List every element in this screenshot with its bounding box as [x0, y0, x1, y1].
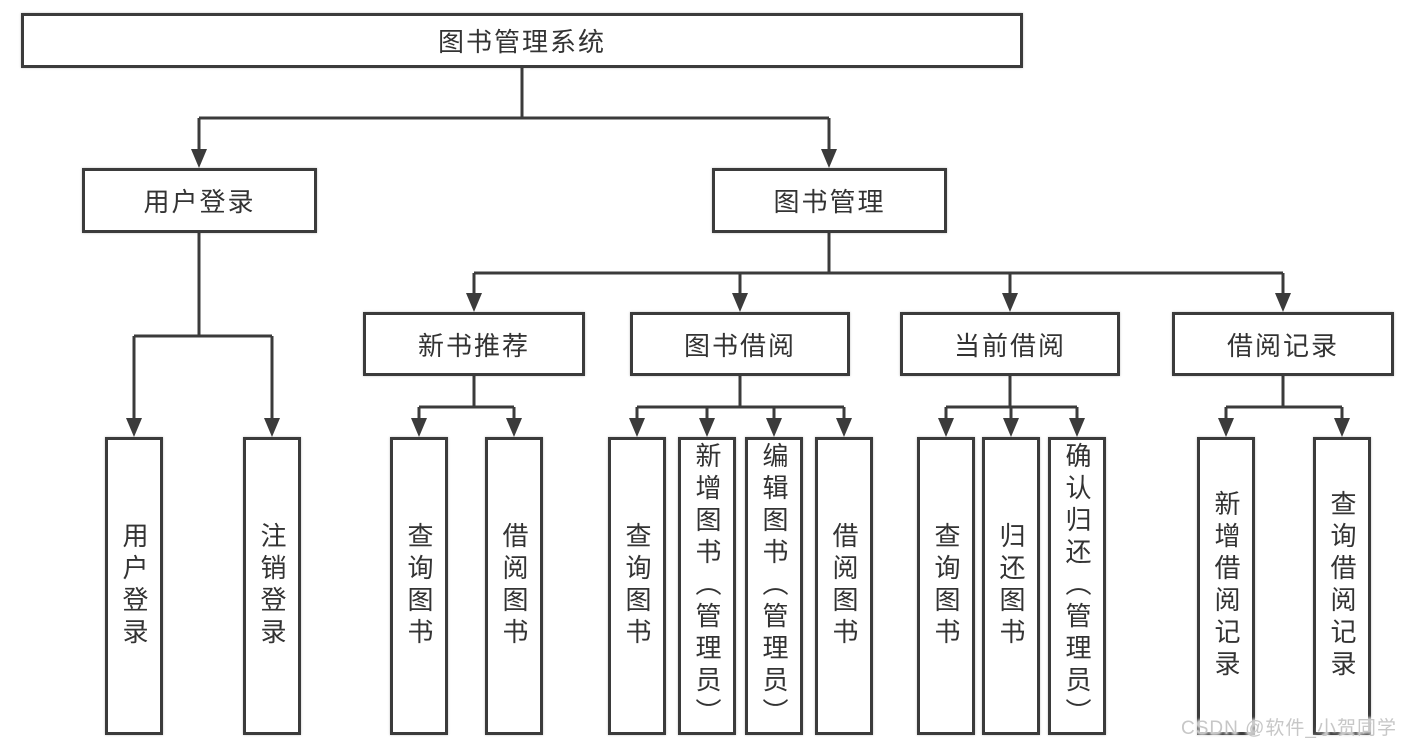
leaf-confirm-return-admin: 确认归还（管理员） [1048, 437, 1106, 735]
leaf-edit-book-admin: 编辑图书（管理员） [745, 437, 803, 735]
leaf-return-book: 归还图书 [982, 437, 1040, 735]
node-book-management-label: 图书管理 [773, 187, 886, 217]
node-current-borrow-label: 当前借阅 [953, 330, 1066, 361]
node-book-borrow: 图书借阅 [630, 312, 850, 376]
leaf-add-book-admin-label: 新增图书（管理员） [692, 442, 722, 730]
leaf-borrow-books-recommend-label: 借阅图书 [499, 522, 529, 650]
leaf-add-book-admin: 新增图书（管理员） [678, 437, 736, 735]
leaf-query-books-borrow: 查询图书 [608, 437, 666, 735]
leaf-login-user: 用户登录 [105, 437, 163, 735]
node-root: 图书管理系统 [21, 13, 1023, 68]
node-borrow-records: 借阅记录 [1172, 312, 1394, 376]
csdn-watermark: CSDN @软件_小贺同学 [1181, 718, 1397, 739]
leaf-query-books-borrow-label: 查询图书 [622, 522, 652, 650]
node-book-borrow-label: 图书借阅 [683, 330, 796, 361]
leaf-borrow-books-label: 借阅图书 [829, 522, 859, 650]
node-user-login-label: 用户登录 [143, 187, 256, 217]
node-root-label: 图书管理系统 [437, 27, 606, 57]
leaf-logout-label: 注销登录 [257, 522, 287, 650]
leaf-edit-book-admin-label: 编辑图书（管理员） [759, 442, 789, 730]
leaf-borrow-books: 借阅图书 [815, 437, 873, 735]
leaf-add-borrow-record: 新增借阅记录 [1197, 437, 1255, 735]
leaf-login-user-label: 用户登录 [119, 522, 149, 650]
node-new-book-recommend-label: 新书推荐 [417, 330, 530, 361]
leaf-add-borrow-record-label: 新增借阅记录 [1211, 490, 1241, 682]
leaf-query-books-recommend: 查询图书 [390, 437, 448, 735]
node-borrow-records-label: 借阅记录 [1226, 330, 1339, 361]
leaf-query-books-current: 查询图书 [917, 437, 975, 735]
leaf-borrow-books-recommend: 借阅图书 [485, 437, 543, 735]
leaf-query-books-recommend-label: 查询图书 [404, 522, 434, 650]
leaf-query-borrow-record: 查询借阅记录 [1313, 437, 1371, 735]
leaf-confirm-return-admin-label: 确认归还（管理员） [1062, 442, 1092, 730]
leaf-logout: 注销登录 [243, 437, 301, 735]
leaf-query-books-current-label: 查询图书 [931, 522, 961, 650]
node-user-login: 用户登录 [82, 168, 317, 233]
leaf-query-borrow-record-label: 查询借阅记录 [1327, 490, 1357, 682]
leaf-return-book-label: 归还图书 [996, 522, 1026, 650]
node-new-book-recommend: 新书推荐 [363, 312, 585, 376]
node-current-borrow: 当前借阅 [900, 312, 1120, 376]
node-book-management: 图书管理 [712, 168, 947, 233]
